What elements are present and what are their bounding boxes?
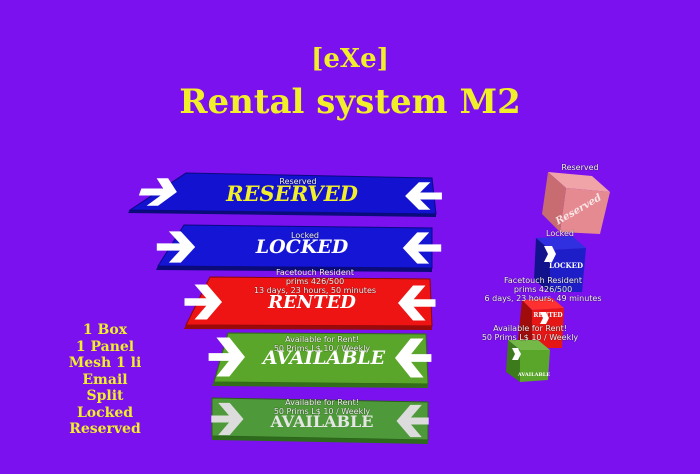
box-locked[interactable]: LOCKED [534,236,586,292]
chevron-left-icon [395,338,432,378]
box-reserved[interactable]: Reserved [542,172,610,234]
hover-text-available-large: Available for Rent! 50 Prims L$ 10 / Wee… [273,335,371,353]
chevron-left-icon [405,182,442,210]
feature-item: 1 Box [82,322,128,338]
feature-item: Email [82,371,128,388]
feature-item: Mesh 1 li [68,355,142,371]
panel-available-small[interactable]: AVAILABLE [211,397,429,444]
chevron-left-icon [396,404,429,438]
chevron-right-icon [156,231,196,263]
hover-text-reserved: Reserved [279,177,317,186]
brand-title: [eXe] [311,44,389,74]
hover-text-locked: Locked [291,231,319,240]
box-available-label: AVAILABLE [517,372,550,378]
panel-reserved-label: RESERVED [225,181,359,206]
chevron-right-icon [208,337,245,377]
hover-text-available-small: Available for Rent! 50 Prims L$ 10 / Wee… [273,398,371,416]
panel-available-small-label: AVAILABLE [270,412,374,431]
chevron-right-icon [184,284,222,320]
box-rented[interactable]: RENTED [518,298,564,348]
panel-available-large[interactable]: AVAILABLE [208,332,432,388]
panel-rented[interactable]: RENTED [184,276,436,330]
chevron-left-icon [402,232,442,264]
panel-locked-label: LOCKED [255,236,349,258]
feature-item: 1 Panel [75,338,135,355]
page-title: Rental system M2 [179,82,521,122]
hover-text-box-available: Available for Rent! 50 Prims L$ 10 / Wee… [481,324,579,342]
box-locked-label: LOCKED [549,261,583,270]
feature-item: Locked [76,404,134,421]
feature-item: Reserved [69,421,141,437]
hover-text-box-reserved: Reserved [561,163,599,172]
panel-rented-label: RENTED [267,292,356,313]
box-rented-label: RENTED [533,312,562,319]
panel-available-label: AVAILABLE [261,347,386,369]
features-list: 1 Box 1 Panel Mesh 1 li Email Split Lock… [60,322,150,438]
chevron-right-icon [138,178,177,206]
hover-text-box-locked: Locked [546,229,574,238]
chevron-right-icon [211,402,244,436]
panel-reserved[interactable]: RESERVED [128,172,442,217]
box-available[interactable]: AVAILABLE [506,340,550,382]
panel-locked[interactable]: LOCKED [156,224,442,272]
hover-text-rented: Facetouch Resident prims 426/500 13 days… [253,268,377,295]
chevron-left-icon [398,285,436,321]
hover-text-box-rented: Facetouch Resident prims 426/500 6 days,… [484,276,602,303]
feature-item: Split [86,388,124,404]
